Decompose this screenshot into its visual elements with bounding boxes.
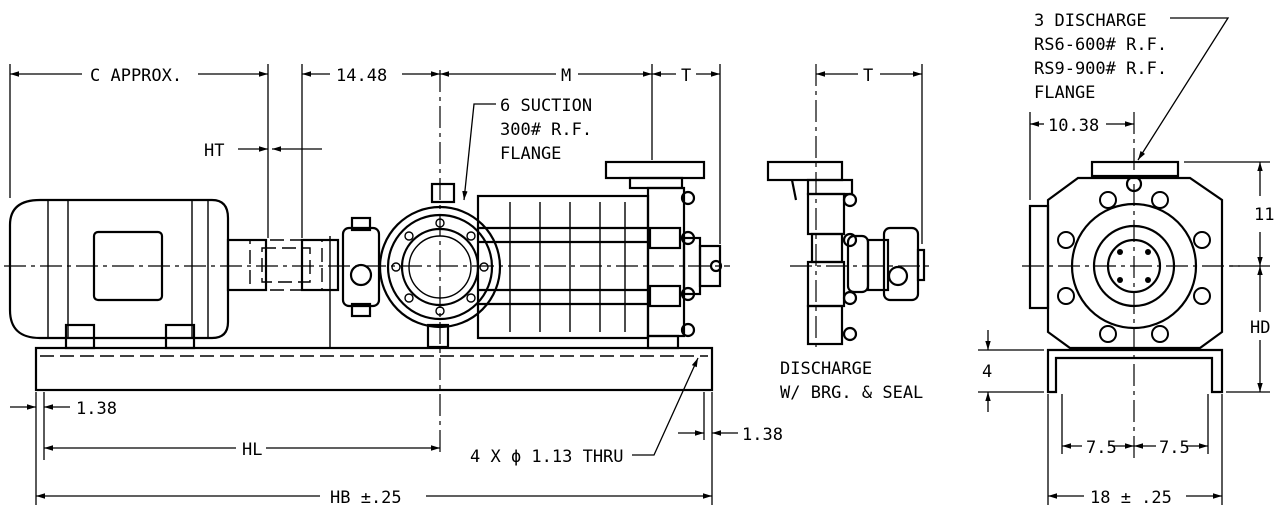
suction-note-line-2: 300# R.F. [500,120,592,140]
dim-11: 11 [1254,205,1274,225]
discharge-view-caption-2: W/ BRG. & SEAL [780,383,923,403]
side-view-dimensions: C APPROX. 14.48 M T HT 6 SUCTION 300# R.… [9,64,783,508]
coupling-guard [249,236,340,348]
dim-4: 4 [982,362,992,382]
dim-7-5-left: 7.5 [1086,438,1117,458]
dim-14-48: 14.48 [336,66,387,86]
dim-hl: HL [242,440,262,460]
base-plate [34,346,714,392]
suction-note-line-3: FLANGE [500,144,561,164]
dim-t-mid: T [863,66,873,86]
dim-10-38: 10.38 [1048,116,1099,136]
dim-ht: HT [204,141,224,161]
motor [8,198,268,350]
discharge-note-line-2: RS6-600# R.F. [1034,35,1167,55]
side-view [4,70,730,455]
dim-hb: HB ±.25 [330,488,402,508]
discharge-note-line-3: RS9-900# R.F. [1034,59,1167,79]
discharge-view-caption-1: DISCHARGE [780,359,872,379]
thru-hole-note: 4 X ϕ 1.13 THRU [470,447,624,467]
discharge-head [604,160,723,350]
discharge-note-line-1: 3 DISCHARGE [1034,11,1147,31]
discharge-note-line-4: FLANGE [1034,83,1095,103]
pump-bearing-left [341,216,381,318]
right-end-view: 3 DISCHARGE RS6-600# R.F. RS9-900# R.F. … [978,11,1274,508]
discharge-end-view: T DISCHARGE W/ BRG. & SEAL [766,64,930,403]
dim-t-left: T [681,66,691,86]
dim-m: M [561,66,571,86]
dim-hd: HD [1250,318,1270,338]
suction-note-line-1: 6 SUCTION [500,96,592,116]
dim-18: 18 ± .25 [1090,488,1172,508]
dim-1-38-left: 1.38 [76,399,117,419]
stage-casings [476,194,650,340]
dim-c-approx: C APPROX. [90,66,182,86]
dim-1-38-right: 1.38 [742,425,783,445]
dim-7-5-right: 7.5 [1159,438,1190,458]
